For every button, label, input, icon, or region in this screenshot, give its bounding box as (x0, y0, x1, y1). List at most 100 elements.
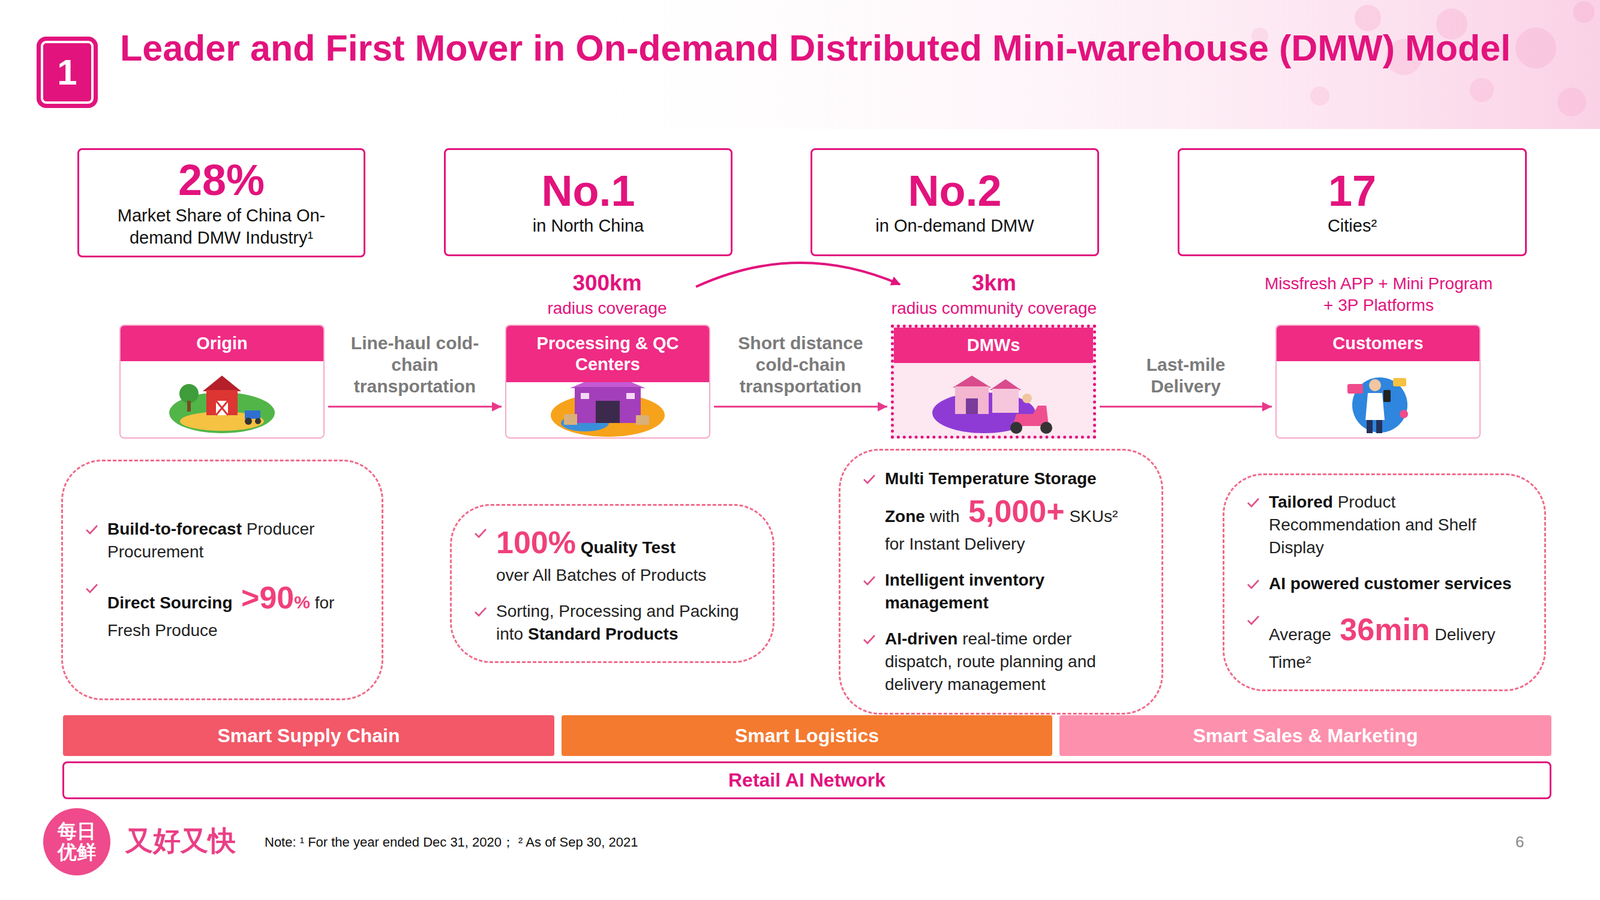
header-wash (1310, 86, 1330, 106)
stat-box: No.2in On-demand DMW (810, 148, 1100, 257)
check-mark (863, 475, 875, 483)
farm-icon (187, 400, 191, 412)
check-mark (475, 607, 486, 616)
customer-icon (1347, 377, 1409, 434)
check-mark (862, 472, 877, 487)
dmw-icon (992, 388, 1019, 413)
customer-icon (1383, 389, 1391, 402)
farm-icon (215, 400, 228, 416)
coverage-value: 3km (904, 269, 1085, 297)
header-wash (1557, 87, 1587, 117)
dmw-icon (952, 375, 992, 388)
check-mark (473, 526, 488, 541)
dmw-icon (955, 386, 989, 414)
bullet-item: Intelligent inventory management (862, 568, 1143, 615)
stat-value: 17 (1328, 166, 1377, 216)
bullet-text: Build-to-forecast (107, 519, 242, 539)
footnote: Note: ¹ For the year ended Dec 31, 2020；… (264, 834, 639, 851)
bullet-item: 100%Quality Testover All Batches of Prod… (473, 521, 754, 587)
highlight-figure: >90 (241, 580, 294, 615)
network-bar: Retail AI Network (62, 761, 1552, 800)
bar-label: Smart Logistics (734, 724, 879, 747)
bullet-text: Quality Test (580, 538, 676, 557)
stat-caption: Cities² (1327, 214, 1377, 238)
bullet-item: Sorting, Processing and Packing intoStan… (473, 599, 754, 646)
flow-stage: Processing & QC Centers (505, 324, 711, 439)
flow-arrow (328, 405, 502, 408)
logo-mark: 每日优鲜 (43, 808, 111, 876)
bullet-item: TailoredProduct Recommendation and Shelf… (1246, 490, 1526, 560)
flow-stage: DMWs (890, 324, 1097, 439)
bullet-text: AI-driven (884, 629, 958, 648)
bullet-text: with (929, 506, 960, 526)
dmw-icon (1040, 421, 1053, 434)
farm-icon (244, 410, 261, 419)
bar-label: Smart Supply Chain (217, 724, 400, 747)
bullet-text: AI powered customer services (1268, 574, 1512, 593)
farm-icon (206, 389, 238, 416)
stat-value: No.2 (907, 166, 1002, 216)
customer-icon (1399, 409, 1409, 419)
check-mark (473, 604, 488, 620)
dmw-icon (932, 375, 1053, 434)
bullet-text: Direct Sourcing (107, 593, 233, 612)
stat-value: No.1 (541, 166, 635, 216)
warehouse-icon (580, 392, 590, 399)
customer-icon (1376, 419, 1383, 434)
bullet-text: % (293, 592, 311, 612)
check-mark (1246, 613, 1261, 628)
bullet-text: SKUs² (1069, 506, 1118, 526)
network-label: Retail AI Network (728, 769, 886, 792)
bullet-item: Direct Sourcing>90%for Fresh Produce (84, 576, 363, 642)
check-mark (1247, 616, 1259, 624)
warehouse-icon (595, 400, 620, 423)
detail-box: 100%Quality Testover All Batches of Prod… (449, 503, 775, 663)
stage-header: Origin (120, 325, 324, 362)
capability-bar: Smart Sales & Marketing (1059, 715, 1552, 756)
customer-icon (1369, 379, 1382, 392)
flow-stage: Origin (119, 324, 325, 439)
check-mark (862, 632, 877, 647)
detail-box: TailoredProduct Recommendation and Shelf… (1222, 473, 1547, 692)
warehouse-icon (574, 386, 641, 423)
warehouse-icon (563, 413, 578, 425)
farm-icon (202, 375, 242, 392)
dmw-icon (965, 398, 978, 414)
badge-number: 1 (56, 51, 77, 93)
flow-arrow (713, 405, 888, 408)
farm-icon (179, 383, 199, 404)
stat-box: 28%Market Share of China On-demand DMW I… (77, 148, 366, 258)
detail-box: Multi Temperature Storage Zonewith5,000+… (838, 448, 1164, 715)
check-mark (86, 525, 98, 534)
detail-box: Build-to-forecastProducer ProcurementDir… (61, 459, 384, 701)
highlight-figure: 5,000+ (968, 493, 1065, 529)
check-mark (862, 573, 877, 588)
check-mark (1246, 577, 1261, 592)
customer-icon (1365, 392, 1385, 420)
stat-caption: Market Share of China On-demand DMW Indu… (101, 204, 342, 250)
bar-label: Smart Sales & Marketing (1192, 724, 1418, 747)
bullet-text: for Instant Delivery (884, 532, 1143, 556)
bullet-item: Build-to-forecastProducer Procurement (84, 517, 363, 564)
bullet-text: Standard Products (527, 624, 678, 644)
stage-header: Customers (1276, 325, 1480, 362)
dmw-icon (1022, 393, 1032, 404)
coverage-caption: radius community coverage (856, 298, 1133, 319)
flow-arrow (1099, 405, 1272, 408)
bullet-item: AI powered customer services (1246, 572, 1526, 596)
logo-text: 每日优鲜 (55, 820, 98, 863)
page-number: 6 (1515, 832, 1524, 852)
check-mark (1247, 580, 1259, 588)
edge-label: Short distance cold-chain transportation (728, 332, 873, 398)
header-wash (1515, 27, 1557, 69)
highlight-figure: 100% (496, 524, 576, 560)
header-wash (1573, 1, 1595, 23)
check-mark (863, 576, 875, 585)
channel-note: Missfresh APP + Mini Program + 3P Platfo… (1258, 272, 1499, 317)
check-mark (1247, 498, 1259, 507)
edge-label: Last-mile Delivery (1114, 353, 1259, 398)
dmw-icon (989, 379, 1022, 390)
section-badge: 1 (36, 36, 98, 108)
stat-box: 17Cities² (1177, 148, 1527, 257)
